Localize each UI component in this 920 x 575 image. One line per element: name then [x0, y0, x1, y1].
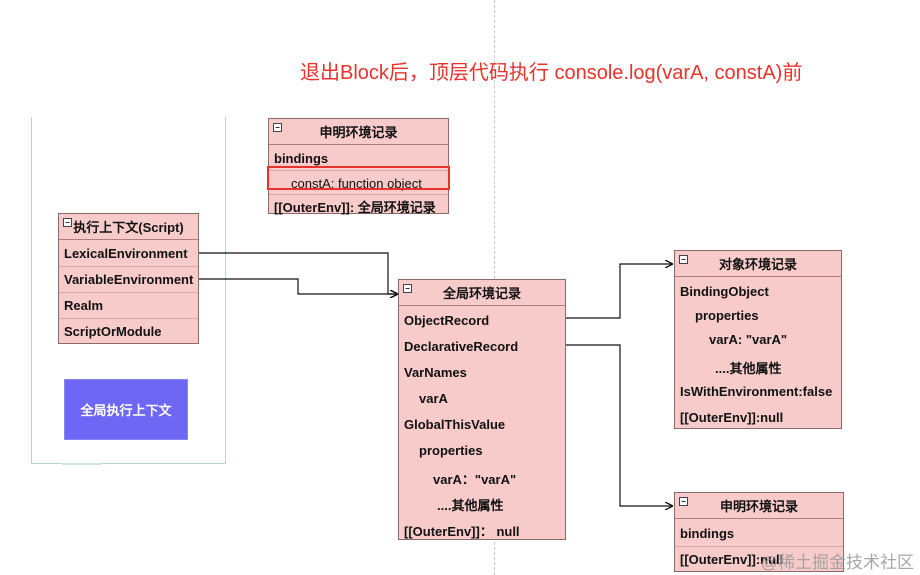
exec-row-script-or-module: ScriptOrModule [64, 324, 162, 339]
collapse-icon[interactable]: − [679, 255, 688, 264]
declarative-record-bottom-title: 申明环境记录 [719, 499, 798, 514]
execution-context-header: − 执行上下文(Script) [59, 214, 198, 240]
execution-context-title: 执行上下文(Script) [73, 220, 184, 235]
row-divider [59, 292, 198, 293]
row-divider [269, 194, 448, 195]
global-environment-record[interactable]: − 全局环境记录 ObjectRecord DeclarativeRecord … [398, 279, 566, 540]
declarative-bottom-outerenv: [[OuterEnv]]:null [680, 552, 784, 567]
object-record-connector [566, 264, 672, 319]
object-record-header: − 对象环境记录 [675, 251, 841, 277]
collapse-icon[interactable]: − [679, 497, 688, 506]
object-row-properties: properties [695, 308, 759, 323]
row-divider [269, 170, 448, 171]
object-environment-record[interactable]: − 对象环境记录 BindingObject properties varA: … [674, 250, 842, 429]
watermark: @稀土掘金技术社区 [760, 553, 914, 572]
consta-highlight [267, 166, 450, 190]
global-record-title: 全局环境记录 [442, 286, 521, 301]
declarative-record-connector [566, 344, 672, 506]
execution-context-script[interactable]: − 执行上下文(Script) LexicalEnvironment Varia… [58, 213, 199, 344]
row-divider [675, 546, 843, 547]
declarative-record-top[interactable]: − 申明环境记录 bindings constA: function objec… [268, 118, 449, 215]
declarative-record-top-header: − 申明环境记录 [269, 119, 448, 145]
global-execution-context-badge[interactable]: 全局执行上下文 [64, 379, 188, 440]
diagram-title: 退出Block后，顶层代码执行 console.log(varA, constA… [300, 62, 803, 84]
exec-row-lexical-environment: LexicalEnvironment [64, 246, 188, 261]
collapse-icon[interactable]: − [403, 284, 412, 293]
exec-row-realm: Realm [64, 298, 104, 313]
object-row-vara-value: varA: "varA" [709, 332, 788, 347]
global-row-declarative-record: DeclarativeRecord [404, 339, 519, 354]
collapse-icon[interactable]: − [273, 123, 282, 132]
object-record-title: 对象环境记录 [718, 257, 797, 272]
object-row-other-properties: ....其他属性 [715, 361, 782, 376]
global-row-globalthisvalue: GlobalThisValue [404, 417, 506, 432]
variable-environment-connector [199, 278, 397, 294]
row-divider [59, 318, 198, 319]
declarative-record-top-title: 申明环境记录 [319, 125, 398, 140]
declarative-record-top-bindings: bindings [274, 151, 329, 166]
declarative-record-bottom[interactable]: − 申明环境记录 bindings [[OuterEnv]]:null [674, 492, 844, 572]
object-row-binding-object: BindingObject [680, 284, 769, 299]
stack-bottom-mark [62, 463, 102, 465]
object-row-is-with-environment: IsWithEnvironment:false [680, 384, 833, 399]
global-record-header: − 全局环境记录 [399, 280, 565, 306]
row-divider [59, 266, 198, 267]
global-row-outerenv: [[OuterEnv]]： null [404, 524, 520, 539]
object-row-outerenv: [[OuterEnv]]:null [680, 410, 784, 425]
execution-context-stack [31, 117, 226, 464]
declarative-record-top-consta: constA: function object [291, 176, 422, 191]
global-row-vara-value: varA："varA" [433, 472, 517, 487]
global-row-varnames: VarNames [404, 365, 467, 380]
exec-row-variable-environment: VariableEnvironment [64, 272, 194, 287]
global-row-vara: varA [419, 391, 448, 406]
global-row-properties: properties [419, 443, 483, 458]
declarative-bottom-bindings: bindings [680, 526, 735, 541]
global-row-other-properties: ....其他属性 [437, 498, 504, 513]
declarative-record-top-outerenv: [[OuterEnv]]: 全局环境记录 [274, 200, 436, 215]
collapse-icon[interactable]: − [63, 218, 72, 227]
declarative-record-bottom-header: − 申明环境记录 [675, 493, 843, 519]
global-row-object-record: ObjectRecord [404, 313, 490, 328]
